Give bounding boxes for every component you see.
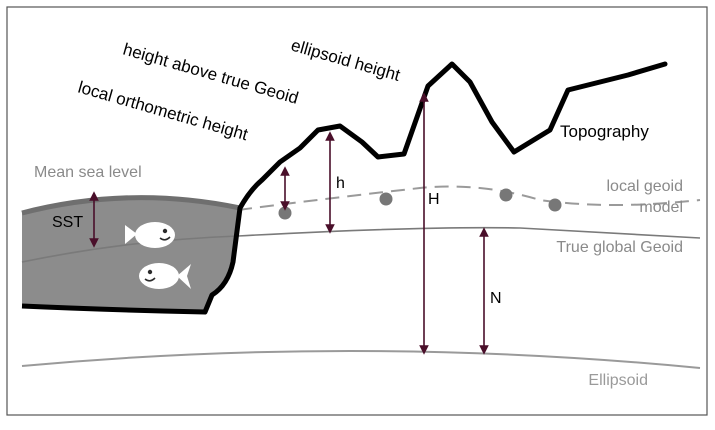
label-true-global-geoid: True global Geoid (556, 239, 683, 256)
local-geoid-marker (379, 192, 393, 206)
local-geoid-marker (499, 188, 513, 202)
label-local-geoid-model-line1: local geoid (607, 178, 684, 195)
coastline-outline (21, 178, 264, 315)
local-geoid-marker (548, 198, 562, 212)
label-h: h (336, 175, 345, 192)
label-local-orthometric-height: local orthometric height (76, 78, 250, 145)
label-mean-sea-level: Mean sea level (34, 164, 142, 181)
label-N: N (490, 290, 502, 307)
fish-icon (125, 222, 175, 248)
fish-icon (139, 263, 191, 289)
diagram-frame (6, 6, 708, 416)
label-local-geoid-model-line2: model (639, 199, 683, 216)
label-ellipsoid: Ellipsoid (588, 372, 648, 389)
ellipsoid-curve (21, 349, 701, 369)
topography-line (259, 61, 668, 183)
label-sst: SST (52, 214, 83, 231)
label-H: H (428, 191, 440, 208)
label-topography: Topography (560, 122, 649, 141)
local-geoid-marker (278, 206, 292, 220)
local-geoid-model-line (237, 185, 701, 211)
true-global-geoid-line (21, 226, 701, 263)
label-ellipsoid-height: ellipsoid height (289, 36, 403, 85)
mean-sea-level-line (21, 195, 241, 216)
